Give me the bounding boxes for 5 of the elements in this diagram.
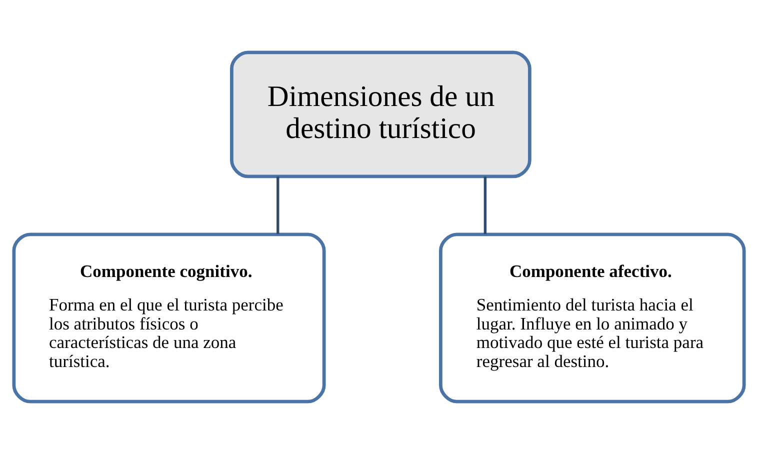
node-box: Componente afectivo. Sentimiento del turista hacia el lugar. Influye en lo animado y motivado que esté el turista para regresar al destino. <box>439 232 746 404</box>
connector <box>276 176 280 234</box>
connector <box>484 176 487 234</box>
node-box: Componente cognitivo. Forma en el que el turista percibe los atributos físicos o características de una zona turística. <box>12 232 326 404</box>
node-box: Dimensiones de un destino turístico <box>230 50 532 178</box>
